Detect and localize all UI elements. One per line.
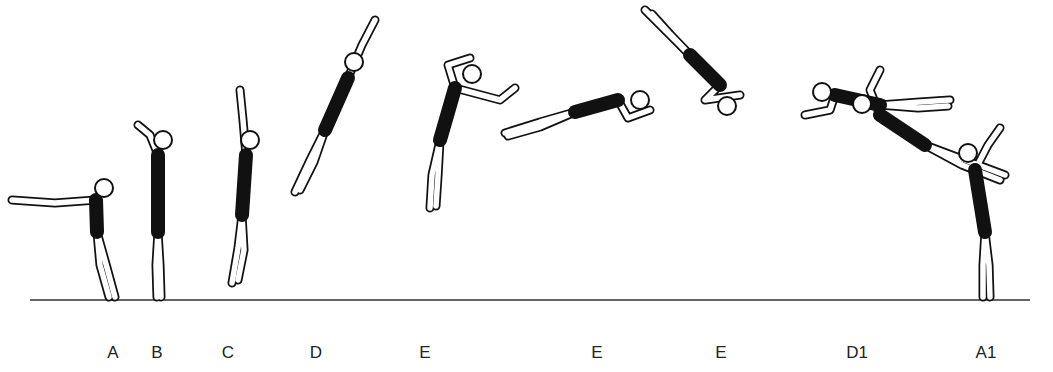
phase-label: D1 (846, 344, 868, 361)
phase-label: D (310, 344, 322, 361)
phase-label: E (715, 344, 726, 361)
phase-label: A (107, 344, 118, 361)
limb-fill (12, 10, 1005, 297)
phase-label: A1 (976, 344, 997, 361)
phase-label: C (222, 344, 234, 361)
phase-label: B (151, 344, 162, 361)
torsos (96, 55, 985, 232)
phase-label: E (419, 344, 430, 361)
phase-label: E (591, 344, 602, 361)
heads (95, 53, 977, 197)
limb-outline (12, 10, 1005, 297)
ground-line (30, 299, 1030, 301)
